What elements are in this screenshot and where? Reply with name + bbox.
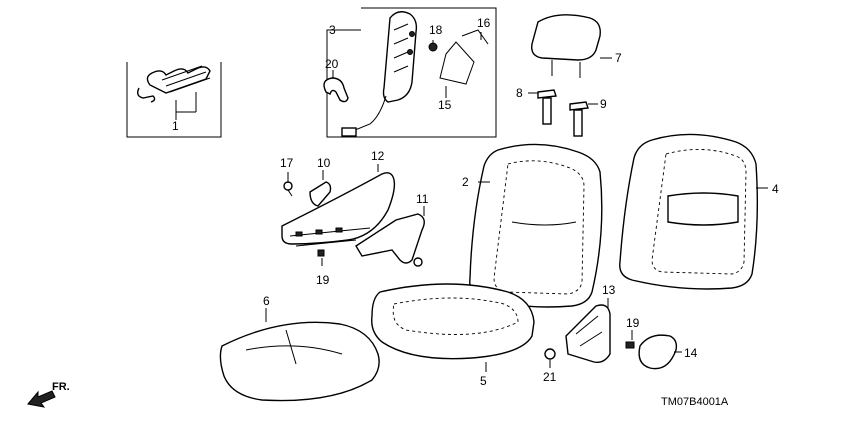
callout-6: 6 bbox=[263, 294, 270, 308]
callout-20: 20 bbox=[325, 57, 339, 71]
part-21-knob bbox=[544, 348, 556, 368]
part-17-screw bbox=[283, 172, 293, 197]
callout-10: 10 bbox=[317, 156, 331, 170]
callout-4: 4 bbox=[772, 182, 779, 196]
part-9-guide bbox=[569, 101, 598, 137]
part-6-cushion-pad bbox=[219, 308, 380, 402]
callout-7: 7 bbox=[615, 51, 622, 65]
diagram-code: TM07B4001A bbox=[661, 396, 729, 408]
front-direction-label: FR. bbox=[52, 381, 70, 393]
part-15-16-wire bbox=[439, 29, 489, 98]
part-10-cover bbox=[309, 170, 332, 207]
callout-3: 3 bbox=[329, 23, 336, 37]
callout-2: 2 bbox=[462, 175, 469, 189]
callout-14: 14 bbox=[684, 346, 698, 360]
part-13-bracket bbox=[565, 298, 611, 364]
callout-15: 15 bbox=[438, 98, 452, 112]
part-5-cushion-cover bbox=[371, 283, 535, 372]
callout-12: 12 bbox=[371, 149, 385, 163]
callout-8: 8 bbox=[516, 86, 523, 100]
callout-16: 16 bbox=[477, 16, 491, 30]
part-4-seatback-pad bbox=[619, 133, 768, 290]
callout-5: 5 bbox=[480, 374, 487, 388]
part-20-clip bbox=[323, 70, 349, 103]
callout-13: 13 bbox=[602, 283, 616, 297]
part-19-clip-left bbox=[317, 249, 325, 266]
part-19-clip-right bbox=[625, 330, 635, 349]
callout-19a: 19 bbox=[316, 273, 330, 287]
part-2-seatback-cover bbox=[469, 143, 603, 308]
part-11-bracket bbox=[355, 206, 425, 267]
part-14-cover bbox=[638, 334, 682, 370]
callout-18: 18 bbox=[429, 23, 443, 37]
part-1-clips bbox=[126, 62, 222, 138]
callout-17: 17 bbox=[280, 156, 294, 170]
front-direction-arrow: FR. bbox=[27, 381, 70, 408]
part-18-nut bbox=[428, 40, 438, 52]
part-7-headrest bbox=[531, 14, 612, 78]
callout-9: 9 bbox=[600, 97, 607, 111]
part-8-guide bbox=[528, 89, 557, 125]
callout-11: 11 bbox=[416, 192, 429, 206]
callout-21: 21 bbox=[543, 370, 557, 384]
callout-19b: 19 bbox=[626, 316, 640, 330]
part-12-side-trim bbox=[281, 164, 396, 247]
callout-1: 1 bbox=[172, 119, 179, 133]
part-3-side-airbag bbox=[326, 7, 497, 138]
